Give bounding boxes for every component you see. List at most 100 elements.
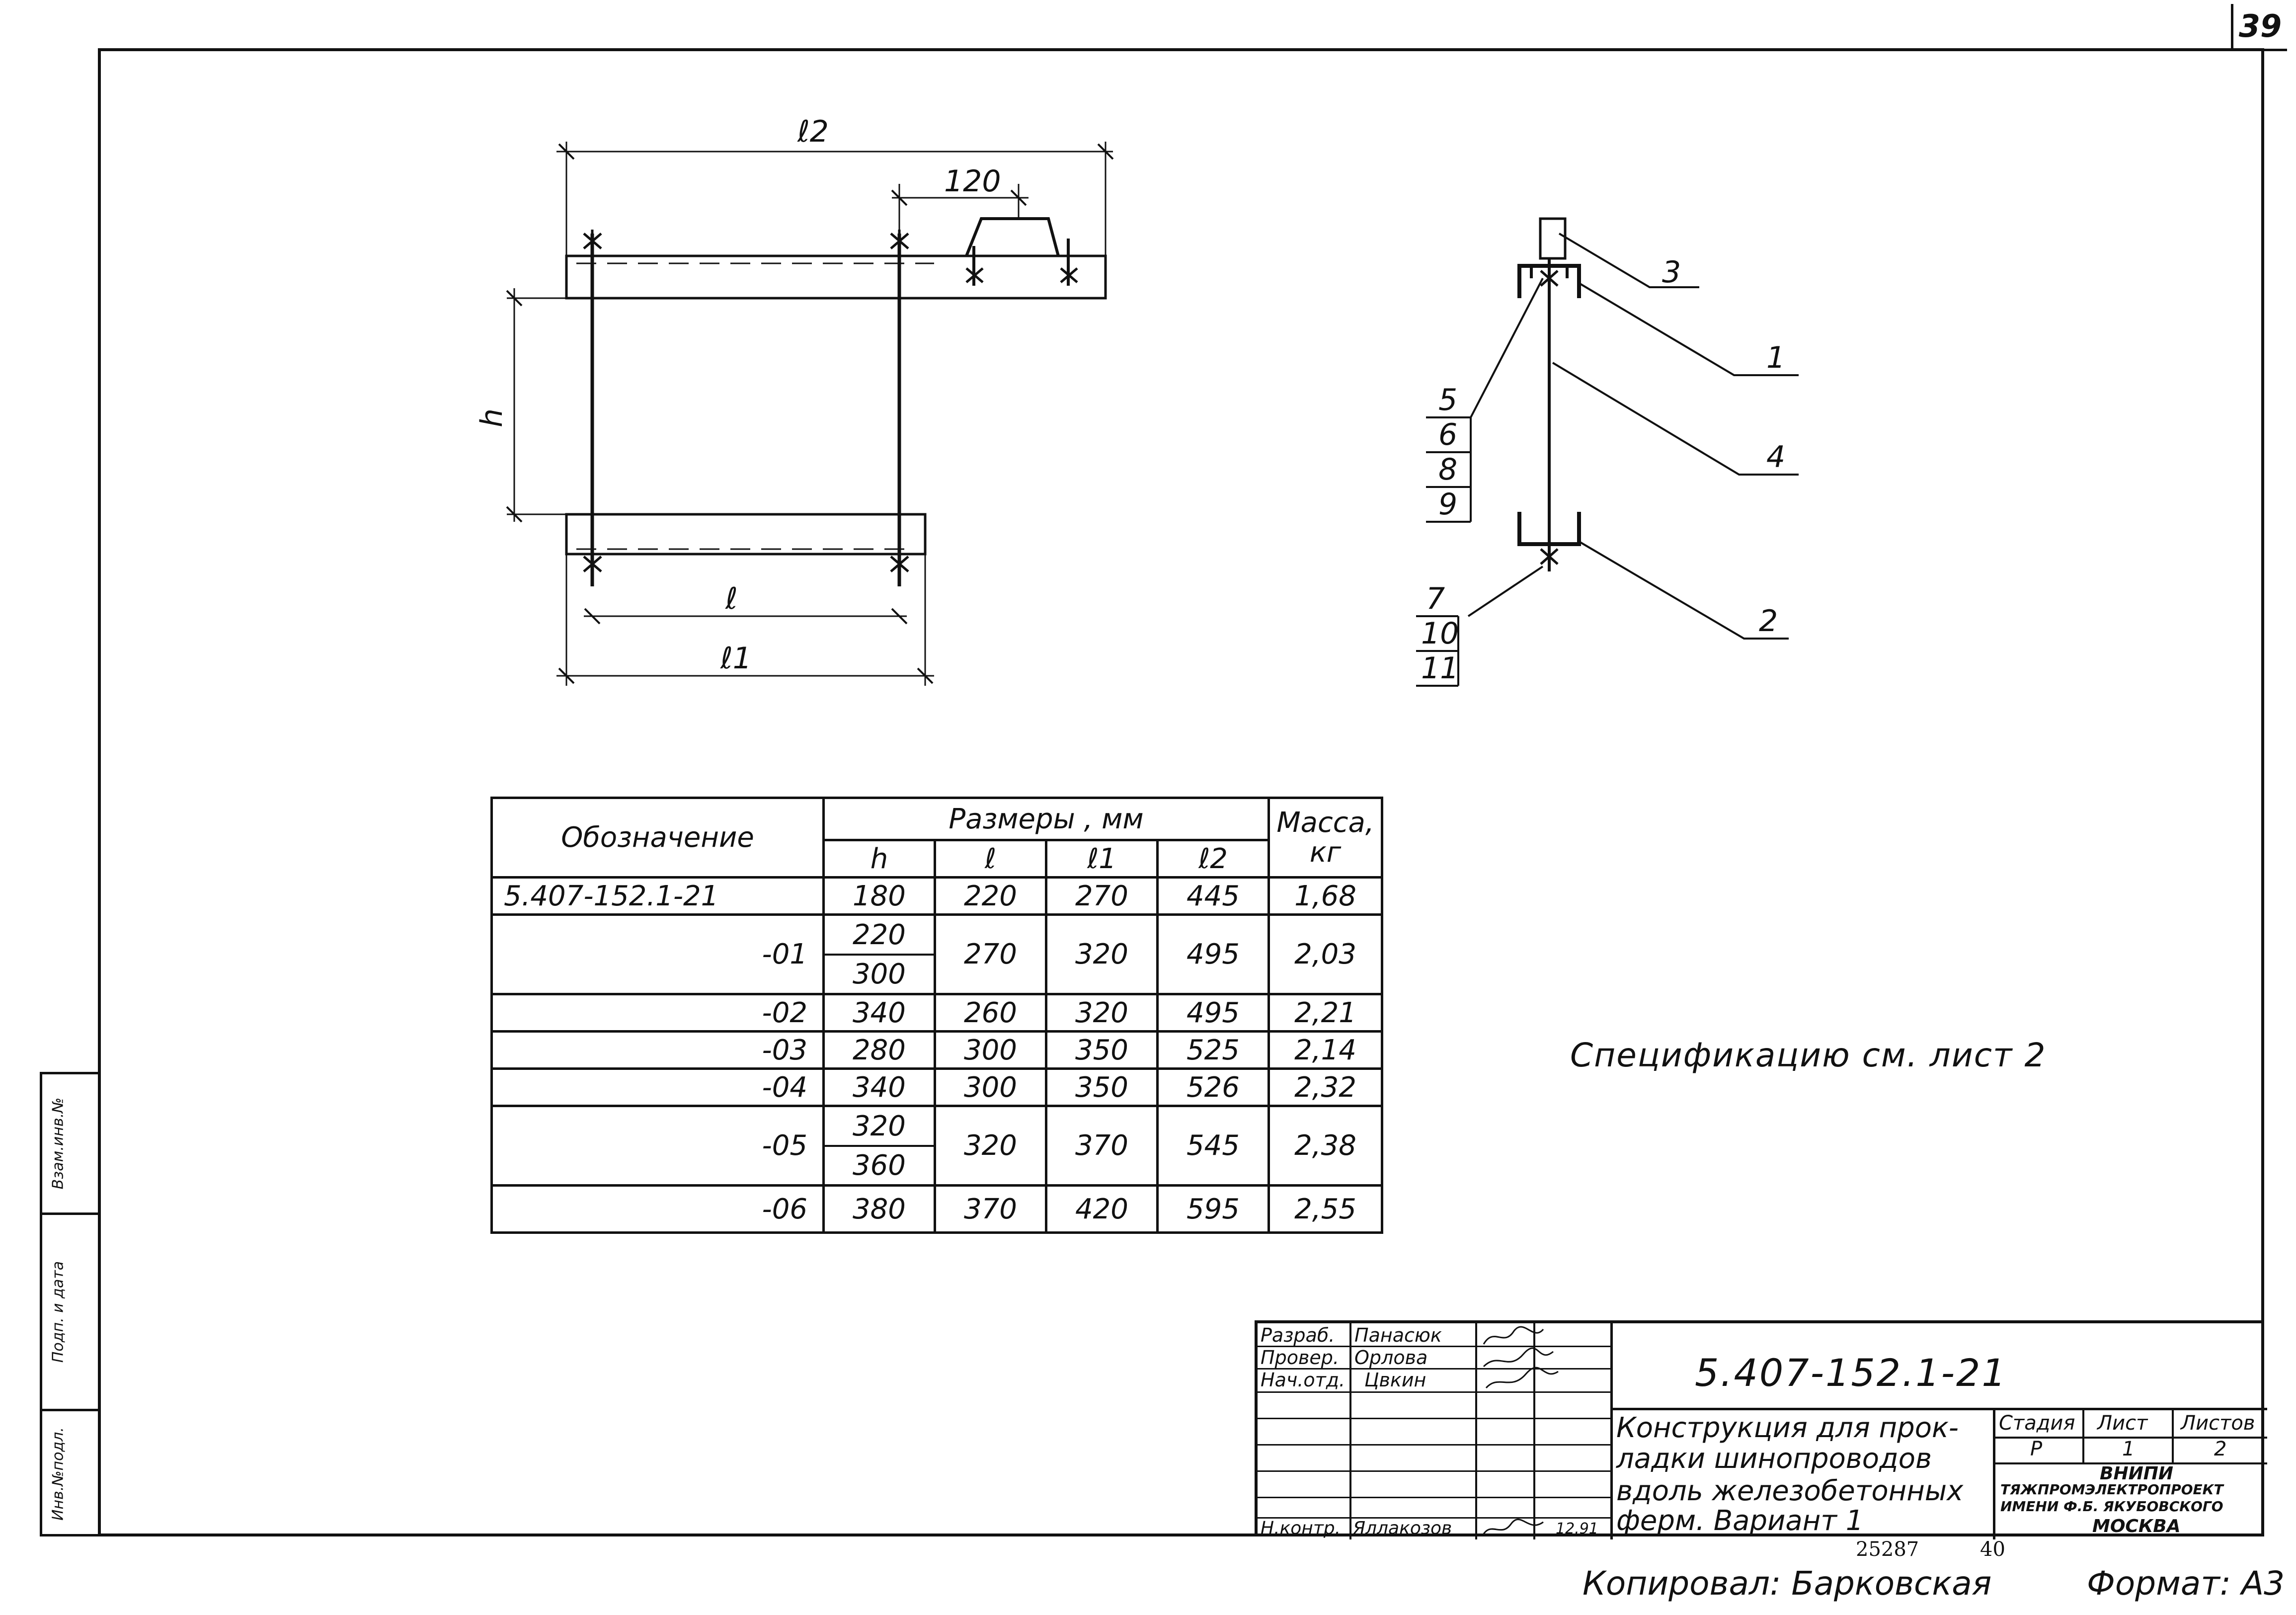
row-mass: 2,21 <box>1267 993 1383 1033</box>
row-mass: 2,55 <box>1267 1184 1383 1234</box>
name-head: Цвкин <box>1364 1369 1426 1391</box>
row-l2: 525 <box>1156 1030 1270 1070</box>
row-h: 340 <box>822 993 936 1033</box>
side-strip: Взам.инв.№ Подп. и дата Инв.№подл. <box>40 1072 98 1536</box>
row-l2: 495 <box>1156 913 1270 995</box>
title-block: Разраб. Провер. Нач.отд. Н.контр. Панасю… <box>1255 1320 2267 1539</box>
copied-by: Копировал: Барковская <box>1583 1564 1992 1603</box>
row-h-split: 320 360 <box>822 1105 936 1187</box>
archive-number: 25287 <box>1856 1538 1919 1561</box>
doc-title-line-2: ладки шинопроводов <box>1616 1443 1932 1475</box>
row-h-split: 220 300 <box>822 913 936 995</box>
row-l2: 595 <box>1156 1184 1270 1234</box>
stage-label: Стадия <box>1999 1412 2075 1435</box>
specification-note: Спецификацию см. лист 2 <box>1570 1036 2047 1074</box>
row-code: -06 <box>490 1184 825 1234</box>
callout-7: 7 <box>1426 581 1445 616</box>
row-mass: 2,14 <box>1267 1030 1383 1070</box>
dimensions-table: Обозначение Размеры , мм Масса, кг h ℓ ℓ… <box>490 797 1383 1234</box>
callout-9: 9 <box>1438 487 1457 522</box>
row-l1: 270 <box>1045 876 1159 916</box>
drawing-frame <box>98 48 2264 1536</box>
org-line-1: ВНИПИ <box>2100 1463 2173 1484</box>
row-l: 370 <box>934 1184 1047 1234</box>
row-code: -05 <box>490 1105 825 1187</box>
row-l1: 350 <box>1045 1067 1159 1107</box>
row-h: 340 <box>822 1067 936 1107</box>
clamp-bracket <box>965 217 1060 257</box>
row-h: 220 <box>853 918 906 951</box>
role-check: Провер. <box>1261 1347 1339 1369</box>
row-l: 300 <box>934 1067 1047 1107</box>
row-code: -03 <box>490 1030 825 1070</box>
row-mass: 2,03 <box>1267 913 1383 995</box>
callout-5: 5 <box>1438 383 1457 417</box>
row-l1: 370 <box>1045 1105 1159 1187</box>
callout-8: 8 <box>1438 452 1457 487</box>
stage-value: Р <box>2030 1438 2043 1460</box>
dim-l2-label: ℓ2 <box>797 114 829 149</box>
row-h: 280 <box>822 1030 936 1070</box>
name-develop: Панасюк <box>1354 1324 1442 1346</box>
dim-l1-label: ℓ1 <box>720 641 752 676</box>
table-row: -06 380 370 420 595 2,55 <box>490 1184 1383 1234</box>
callout-3: 3 <box>1662 255 1681 290</box>
row-mass: 2,32 <box>1267 1067 1383 1107</box>
strip-cell-podp: Подп. и дата <box>42 1215 98 1411</box>
header-h: h <box>822 839 936 879</box>
callout-1: 1 <box>1766 340 1785 375</box>
row-l: 270 <box>934 913 1047 995</box>
side-view-bottom-channel <box>1517 512 1581 546</box>
callout-6: 6 <box>1438 417 1457 452</box>
sheets-label: Листов <box>2181 1412 2255 1435</box>
row-l2: 545 <box>1156 1105 1270 1187</box>
org-line-3: ИМЕНИ Ф.Б. ЯКУБОВСКОГО <box>2000 1498 2223 1515</box>
org-line-2: ТЯЖПРОМЭЛЕКТРОПРОЕКТ <box>2000 1481 2223 1498</box>
table-row: -05 320 360 320 370 545 2,38 <box>490 1105 1383 1187</box>
row-h: 380 <box>822 1184 936 1234</box>
doc-code: 5.407-152.1-21 <box>1695 1351 2007 1395</box>
row-mass: 1,68 <box>1267 876 1383 916</box>
row-l2: 495 <box>1156 993 1270 1033</box>
norm-date: 12.91 <box>1556 1520 1598 1537</box>
row-code: 5.407-152.1-21 <box>490 876 825 916</box>
dim-h-label: h <box>475 408 509 427</box>
table-row: -02 340 260 320 495 2,21 <box>490 993 1383 1033</box>
header-l1: ℓ1 <box>1045 839 1159 879</box>
table-row: -03 280 300 350 525 2,14 <box>490 1030 1383 1070</box>
sheet-label: Лист <box>2097 1412 2148 1435</box>
doc-title-line-3: вдоль железобетонных <box>1616 1475 1964 1507</box>
row-l2: 445 <box>1156 876 1270 916</box>
row-h-alt: 300 <box>825 953 934 993</box>
row-l1: 420 <box>1045 1184 1159 1234</box>
archive-number-2: 40 <box>1980 1538 2005 1561</box>
bottom-plate <box>565 513 927 556</box>
doc-title-line-4: ферм. Вариант 1 <box>1616 1505 1864 1537</box>
row-l: 260 <box>934 993 1047 1033</box>
doc-title-line-1: Конструкция для прок- <box>1616 1412 1959 1444</box>
org-line-4: МОСКВА <box>2092 1516 2181 1536</box>
role-head: Нач.отд. <box>1261 1369 1346 1391</box>
header-mass: Масса, кг <box>1267 797 1383 879</box>
table-row: -01 220 300 270 320 495 2,03 <box>490 913 1383 995</box>
dim-120-label: 120 <box>944 164 1001 199</box>
header-designation: Обозначение <box>490 797 825 879</box>
row-h: 320 <box>853 1110 906 1142</box>
table-row: -04 340 300 350 526 2,32 <box>490 1067 1383 1107</box>
row-code: -02 <box>490 993 825 1033</box>
sheet-format: Формат: А3 <box>2087 1564 2285 1603</box>
row-l: 220 <box>934 876 1047 916</box>
row-l2: 526 <box>1156 1067 1270 1107</box>
name-check: Орлова <box>1354 1347 1428 1369</box>
callout-2: 2 <box>1759 604 1778 639</box>
top-plate <box>565 254 1107 300</box>
row-l1: 320 <box>1045 913 1159 995</box>
table-subheader-row: h ℓ ℓ1 ℓ2 <box>492 839 1382 879</box>
strip-cell-vzam: Взам.инв.№ <box>42 1074 98 1215</box>
callout-4: 4 <box>1766 440 1785 475</box>
callout-11: 11 <box>1421 651 1459 686</box>
row-h: 180 <box>822 876 936 916</box>
row-code: -04 <box>490 1067 825 1107</box>
